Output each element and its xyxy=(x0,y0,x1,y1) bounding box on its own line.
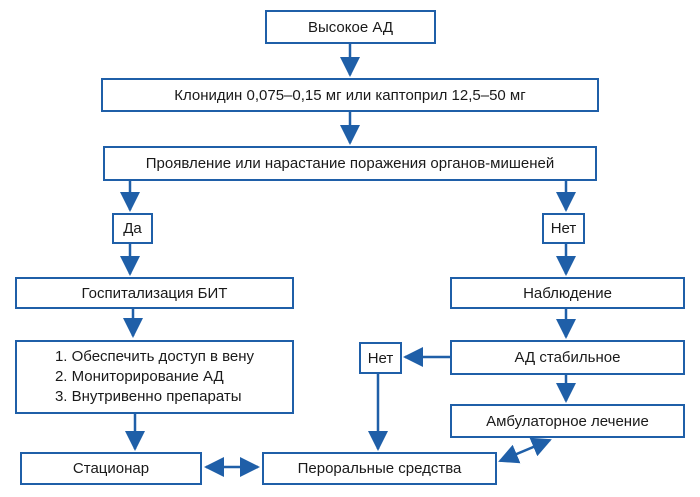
oral-label: Пероральные средства xyxy=(297,460,462,477)
bp-stable-box: АД стабильное xyxy=(450,340,685,375)
arrow-oral-outpatient xyxy=(498,437,552,464)
observation-label: Наблюдение xyxy=(523,284,612,302)
step-item: 3. Внутривенно препараты xyxy=(54,388,242,405)
yes-box: Да xyxy=(112,213,153,244)
outpatient-label: Амбулаторное лечение xyxy=(486,412,649,430)
hospitalization-label: Госпитализация БИТ xyxy=(81,284,228,302)
high-bp-box: Высокое АД xyxy=(265,10,436,44)
step-item: 2. Мониторирование АД xyxy=(54,368,224,385)
no-middle-label: Нет xyxy=(367,349,394,367)
inpatient-label: Стационар xyxy=(72,460,150,477)
bp-stable-label: АД стабильное xyxy=(514,349,621,366)
steps-list: 1. Обеспечить доступ в вену 2. Мониторир… xyxy=(55,347,254,407)
steps-box: 1. Обеспечить доступ в вену 2. Мониторир… xyxy=(15,340,294,414)
yes-label: Да xyxy=(123,220,142,237)
no-right-box: Нет xyxy=(542,213,585,244)
organ-damage-label: Проявление или нарастание поражения орга… xyxy=(145,155,555,172)
drugs-box: Клонидин 0,075–0,15 мг или каптоприл 12,… xyxy=(101,78,599,112)
organ-damage-box: Проявление или нарастание поражения орга… xyxy=(103,146,597,181)
high-bp-label: Высокое АД xyxy=(307,18,394,36)
drugs-label: Клонидин 0,075–0,15 мг или каптоприл 12,… xyxy=(174,86,526,104)
no-middle-box: Нет xyxy=(359,342,402,374)
inpatient-box: Стационар xyxy=(20,452,202,485)
step-item: 1. Обеспечить доступ в вену xyxy=(54,348,255,365)
oral-box: Пероральные средства xyxy=(262,452,497,485)
hospitalization-box: Госпитализация БИТ xyxy=(15,277,294,309)
observation-box: Наблюдение xyxy=(450,277,685,309)
no-right-label: Нет xyxy=(550,220,577,237)
outpatient-box: Амбулаторное лечение xyxy=(450,404,685,438)
